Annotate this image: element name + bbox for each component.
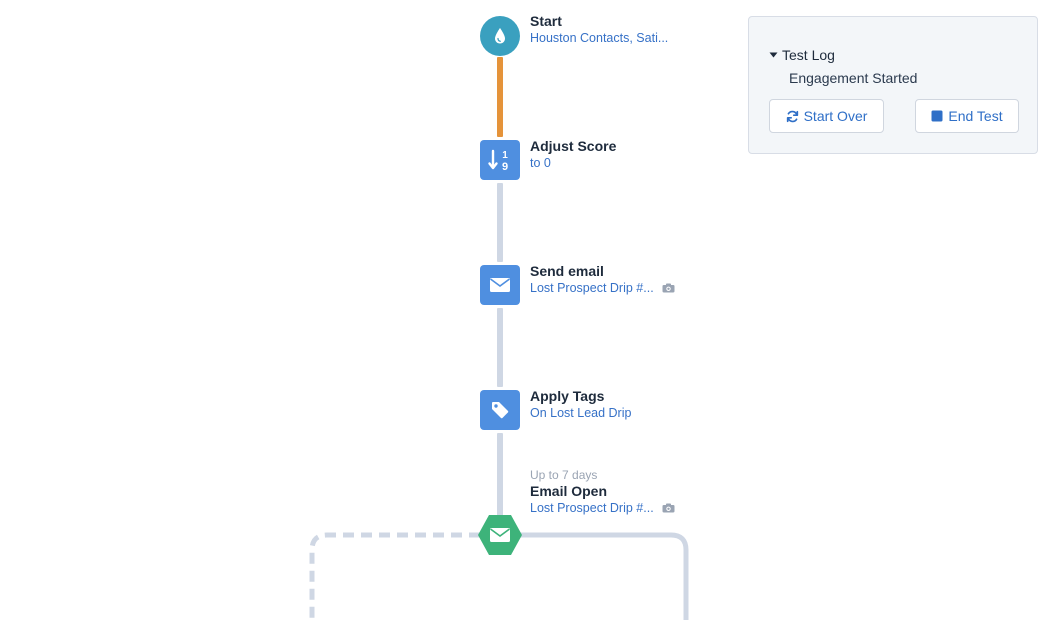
node-subtitle: Houston Contacts, Sati...	[530, 31, 669, 45]
test-log-title: Test Log	[782, 47, 835, 63]
end-test-button[interactable]: End Test	[915, 99, 1019, 133]
envelope-icon	[490, 528, 510, 542]
drop-icon	[495, 28, 505, 44]
hexagon-shape	[478, 515, 522, 555]
test-log-panel: Test Log Engagement Started Start Over E…	[748, 16, 1038, 154]
camera-icon[interactable]	[662, 283, 675, 293]
node-title: Adjust Score	[530, 138, 617, 154]
connector-send-to-tags	[497, 308, 503, 387]
test-log-entry: Engagement Started	[789, 70, 918, 86]
refresh-icon	[786, 110, 798, 122]
caret-down-icon	[769, 52, 778, 58]
adjust-score-node-text[interactable]: Adjust Score to 0	[530, 138, 616, 171]
adjust-score-node[interactable]: 1 9	[480, 140, 520, 180]
apply-tags-node-text[interactable]: Apply Tags On Lost Lead Drip	[530, 388, 631, 421]
connector-start-to-adjust	[497, 57, 503, 137]
connector-tags-to-open	[497, 433, 503, 516]
end-test-label: End Test	[948, 108, 1003, 124]
send-email-node-text[interactable]: Send email Lost Prospect Drip #...	[530, 263, 675, 296]
start-over-button[interactable]: Start Over	[769, 99, 884, 133]
node-title: Email Open	[530, 483, 608, 499]
node-subtitle: On Lost Lead Drip	[530, 406, 632, 420]
start-node-text[interactable]: Start Houston Contacts, Sati...	[530, 13, 668, 46]
node-subtitle: Lost Prospect Drip #...	[530, 281, 654, 295]
node-subtitle-link[interactable]: Lost Prospect Drip #...	[530, 280, 675, 296]
stop-icon	[931, 110, 943, 122]
send-email-node[interactable]	[480, 265, 520, 305]
start-over-label: Start Over	[803, 108, 868, 124]
svg-text:1: 1	[502, 150, 508, 161]
node-subtitle-link[interactable]: Houston Contacts, Sati...	[530, 30, 668, 46]
test-log-toggle[interactable]: Test Log	[769, 47, 835, 63]
node-title: Apply Tags	[530, 388, 605, 404]
node-subtitle-link[interactable]: to 0	[530, 155, 616, 171]
tag-icon	[492, 402, 509, 419]
connector-adjust-to-send	[497, 183, 503, 262]
node-subtitle: Lost Prospect Drip #...	[530, 501, 654, 515]
node-subtitle-link[interactable]: On Lost Lead Drip	[530, 405, 631, 421]
apply-tags-node[interactable]	[480, 390, 520, 430]
branch-yes-path	[520, 532, 689, 620]
envelope-icon	[490, 278, 510, 292]
email-open-node-text[interactable]: Up to 7 days Email Open Lost Prospect Dr…	[530, 468, 675, 516]
email-open-node[interactable]	[477, 514, 523, 556]
node-subtitle: to 0	[530, 156, 551, 170]
node-subtitle-link[interactable]: Lost Prospect Drip #...	[530, 500, 675, 516]
branch-no-path	[309, 532, 480, 620]
svg-text:9: 9	[502, 161, 508, 173]
sort-numeric-icon: 1 9	[488, 149, 508, 173]
start-node[interactable]	[480, 16, 520, 56]
node-title: Send email	[530, 263, 604, 279]
node-wait-duration: Up to 7 days	[530, 468, 598, 482]
camera-icon[interactable]	[662, 503, 675, 513]
node-title: Start	[530, 13, 562, 29]
